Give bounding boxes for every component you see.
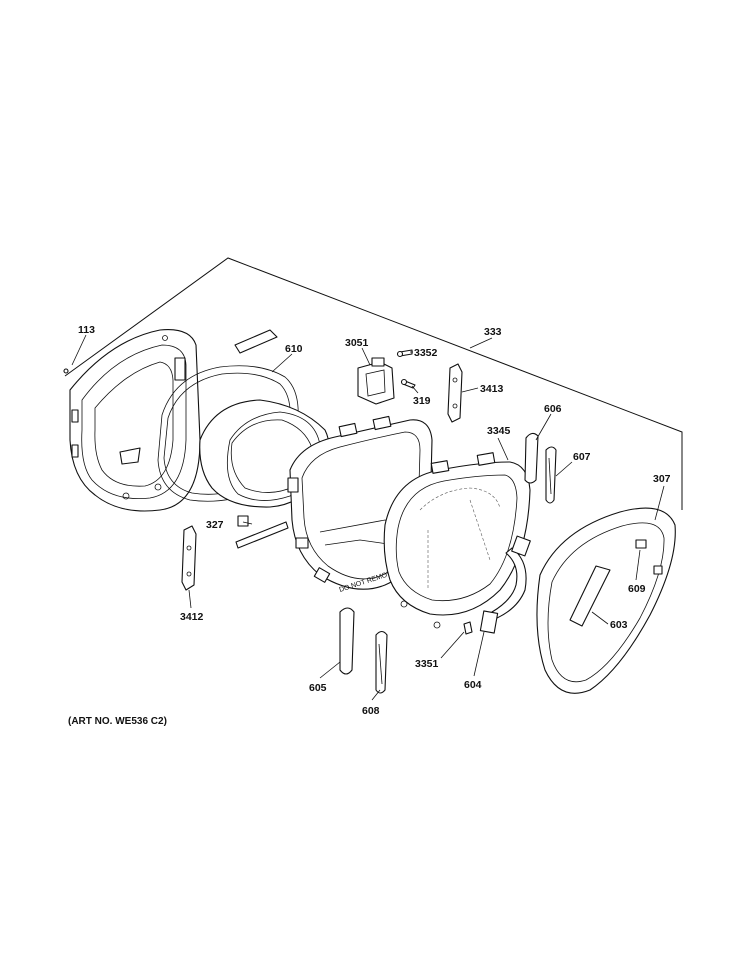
callout-3345: 3345 [487,425,511,437]
screw-3351 [463,621,473,635]
callout-609: 609 [628,583,646,595]
callout-608: 608 [362,705,380,717]
part-607 [545,446,557,504]
callout-606: 606 [544,403,562,415]
part-606 [524,432,539,484]
leader-lines [71,334,665,701]
part-605 [339,607,355,675]
callout-3051: 3051 [345,337,369,349]
latch-3413 [447,363,463,423]
hinge-604 [479,535,531,634]
callout-3351: 3351 [415,658,439,670]
callout-605: 605 [309,682,327,694]
hinge-3051 [357,357,395,405]
inner-door-3345 [383,452,531,629]
callout-3412: 3412 [180,611,204,623]
part-3412 [181,525,197,591]
part-327 [235,515,289,549]
callout-113: 113 [78,324,95,336]
callout-604: 604 [464,679,482,691]
callout-327: 327 [206,519,224,531]
part-608 [375,630,388,694]
callout-333: 333 [484,326,502,338]
callout-607: 607 [573,451,591,463]
front-panel-113 [63,329,201,512]
screw-3352 [396,349,413,358]
callout-3352: 3352 [414,347,438,359]
art-number: (ART NO. WE536 C2) [68,716,167,727]
assembly-bracket-333 [64,257,683,510]
callout-307: 307 [653,473,671,485]
callout-610: 610 [285,343,303,355]
callout-labels: 113 610 3051 3352 333 319 3413 606 3345 … [78,324,671,717]
callout-603: 603 [610,619,628,631]
outer-door-307 [536,507,676,694]
callout-3413: 3413 [480,383,504,395]
callout-319: 319 [413,395,431,407]
